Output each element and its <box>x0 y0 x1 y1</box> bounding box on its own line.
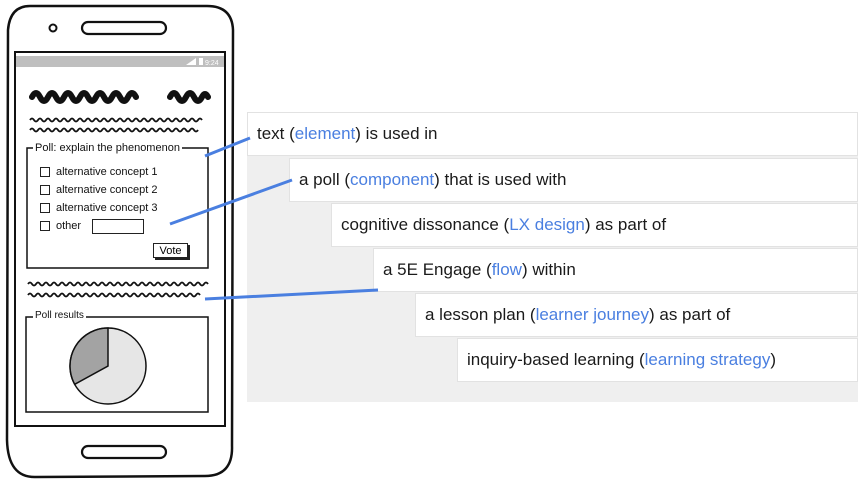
poll-option-3[interactable]: alternative concept 3 <box>40 202 158 214</box>
speaker-slot <box>80 20 168 36</box>
pie-slice-dark <box>69 327 109 386</box>
row-text: a lesson plan ( <box>425 305 536 324</box>
row-keyword: element <box>294 124 356 143</box>
poll-option-label: alternative concept 1 <box>56 166 158 178</box>
row-component: a poll (component) that is used with <box>289 158 858 202</box>
phone-content: 9:24 Poll: explain the phenomenon altern… <box>0 0 240 480</box>
checkbox[interactable] <box>40 221 50 231</box>
row-learning-strategy: inquiry-based learning (learning strateg… <box>457 338 858 382</box>
checkbox[interactable] <box>40 167 50 177</box>
row-lx-design: cognitive dissonance (LX design) as part… <box>331 203 858 247</box>
scribble-text-2 <box>29 127 199 133</box>
other-text-input[interactable] <box>92 219 144 234</box>
scribble-text-1 <box>29 117 203 123</box>
row-learner-journey: a lesson plan (learner journey) as part … <box>415 293 858 337</box>
row-text: text ( <box>257 124 295 143</box>
row-keyword: learner journey <box>535 305 649 324</box>
row-keyword: component <box>350 170 435 189</box>
poll-option-1[interactable]: alternative concept 1 <box>40 166 158 178</box>
row-flow: a 5E Engage (flow) within <box>373 248 858 292</box>
signal-icon <box>186 58 196 65</box>
row-text: ) as part of <box>648 305 731 324</box>
poll-legend: Poll: explain the phenomenon <box>33 142 182 154</box>
poll-option-2[interactable]: alternative concept 2 <box>40 184 158 196</box>
row-text: ) as part of <box>584 215 667 234</box>
row-element: text (element) is used in <box>247 112 858 156</box>
poll-option-other[interactable]: other <box>40 220 81 232</box>
pie-chart <box>69 327 147 405</box>
checkbox[interactable] <box>40 185 50 195</box>
row-text: ) is used in <box>355 124 438 143</box>
row-text: ) that is used with <box>434 170 567 189</box>
scribble-text-4 <box>27 292 201 298</box>
camera-dot <box>48 23 58 33</box>
row-text: cognitive dissonance ( <box>341 215 510 234</box>
results-legend: Poll results <box>33 310 86 321</box>
poll-option-label: alternative concept 3 <box>56 202 158 214</box>
checkbox[interactable] <box>40 203 50 213</box>
row-text: inquiry-based learning ( <box>467 350 645 369</box>
row-text: ) <box>770 350 777 369</box>
scribble-text-3 <box>27 281 209 287</box>
phone-sketch <box>5 4 235 479</box>
results-fieldset <box>25 316 209 413</box>
scribble-title <box>29 90 211 104</box>
poll-option-label: alternative concept 2 <box>56 184 158 196</box>
home-button <box>80 444 168 460</box>
row-keyword: flow <box>491 260 522 279</box>
poll-option-label: other <box>56 220 82 232</box>
row-keyword: learning strategy <box>644 350 771 369</box>
status-bar <box>16 56 224 67</box>
row-text: a 5E Engage ( <box>383 260 492 279</box>
row-text: a poll ( <box>299 170 351 189</box>
vote-button[interactable]: Vote <box>153 243 188 258</box>
status-time: 9:24 <box>205 60 219 67</box>
row-text: ) within <box>521 260 576 279</box>
battery-icon <box>199 58 203 65</box>
row-keyword: LX design <box>509 215 585 234</box>
